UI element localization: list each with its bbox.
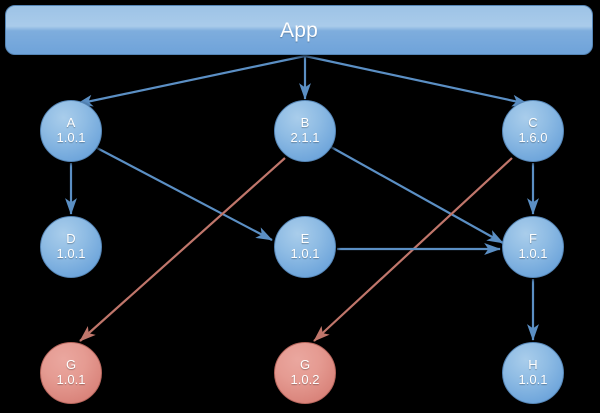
edge-app-c [304,54,529,107]
root-node-app[interactable]: App [5,5,593,55]
node-version-label: 1.0.1 [290,246,320,261]
node-name-label: F [529,231,537,247]
edge-b-g1 [79,157,286,342]
edge-app-a [76,54,306,107]
root-node-label: App [280,18,318,42]
node-name-label: E [300,231,310,247]
node-version-label: 1.0.2 [290,372,320,387]
node-name-label: B [300,115,310,131]
node-name-label: H [528,357,538,373]
edge-b-f [330,146,504,244]
node-name-label: C [528,115,538,131]
node-version-label: 1.0.1 [56,130,86,145]
node-version-label: 2.1.1 [290,130,320,145]
node-version-label: 1.0.1 [56,246,86,261]
node-version-label: 1.0.1 [56,372,86,387]
node-name-label: G [65,357,77,373]
node-name-label: D [66,231,76,247]
edge-a-e [96,147,273,241]
node-version-label: 1.0.1 [518,372,548,387]
node-name-label: G [299,357,311,373]
node-name-label: A [66,115,76,131]
node-version-label: 1.0.1 [518,246,548,261]
node-version-label: 1.6.0 [518,130,548,145]
